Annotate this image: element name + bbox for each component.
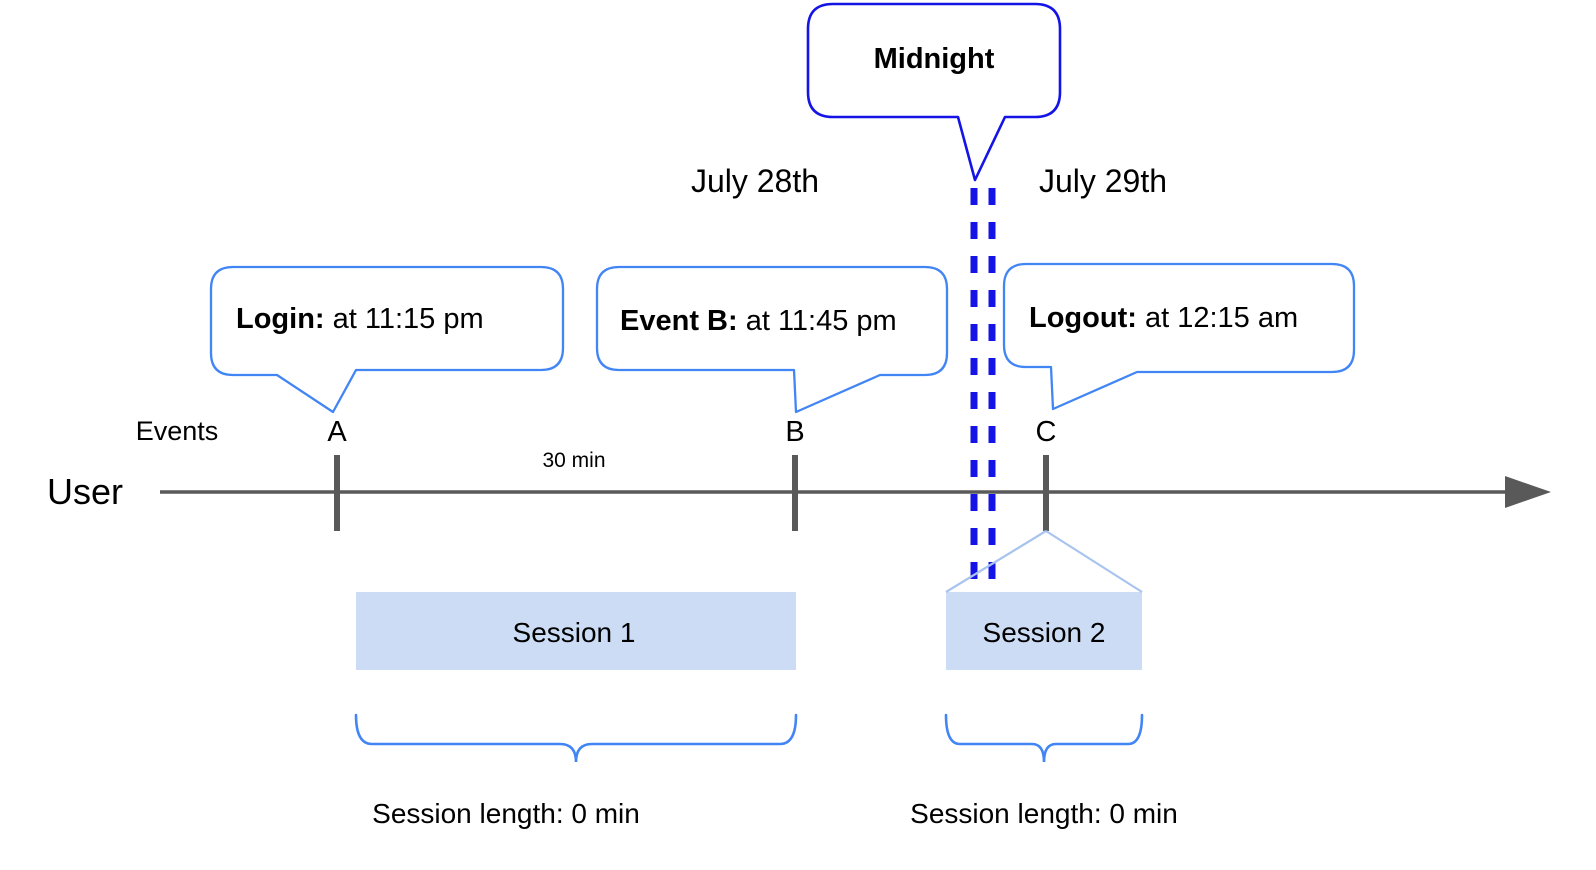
midnight-callout-shape	[806, 2, 1062, 182]
tick-letter-c: C	[1035, 416, 1057, 448]
session-1-label: Session 1	[512, 617, 636, 648]
midnight-divider	[970, 188, 996, 580]
session-2-length-label: Session length: 0 min	[910, 798, 1178, 829]
callout-logout-shape	[1002, 262, 1356, 411]
tick-letter-b: B	[785, 416, 805, 448]
duration-label-30min: 30 min	[542, 449, 606, 472]
tick-letter-a: A	[327, 416, 347, 448]
session-2-leader-right	[1045, 530, 1143, 593]
callout-event-b-rest: at 11:45 pm	[737, 305, 897, 337]
session-1-length-label: Session length: 0 min	[372, 798, 640, 829]
session-2-brace	[944, 713, 1144, 763]
session-1-bar	[356, 592, 796, 670]
midnight-callout	[806, 2, 1062, 182]
session-1-brace	[354, 713, 798, 763]
session-2-leader-left	[945, 530, 1047, 593]
date-label-july-29: July 29th	[1038, 163, 1168, 199]
session-2-label: Session 2	[982, 617, 1106, 648]
callout-login-shape	[209, 265, 565, 414]
callout-event-b-shape	[595, 265, 949, 414]
callout-logout-rest: at 12:15 am	[1136, 302, 1299, 334]
callout-logout-text: Logout: at 12:15 am	[1029, 304, 1298, 333]
user-lane-label: User	[47, 471, 124, 512]
events-lane-label: Events	[135, 416, 219, 446]
callout-event-b-text: Event B: at 11:45 pm	[620, 307, 897, 336]
callout-logout-bold: Logout:	[1029, 302, 1137, 334]
callout-login	[209, 265, 565, 414]
callout-logout	[1002, 262, 1356, 411]
callout-login-text: Login: at 11:15 pm	[236, 305, 484, 334]
session-2-bar	[946, 592, 1142, 670]
callout-login-bold: Login:	[236, 303, 325, 335]
midnight-label: Midnight	[873, 43, 995, 75]
callout-event-b	[595, 265, 949, 414]
date-label-july-28: July 28th	[690, 163, 820, 199]
callout-event-b-bold: Event B:	[620, 305, 738, 337]
callout-login-rest: at 11:15 pm	[324, 303, 484, 335]
timeline-axis	[160, 455, 1551, 531]
timeline-arrow-head	[1505, 476, 1551, 508]
